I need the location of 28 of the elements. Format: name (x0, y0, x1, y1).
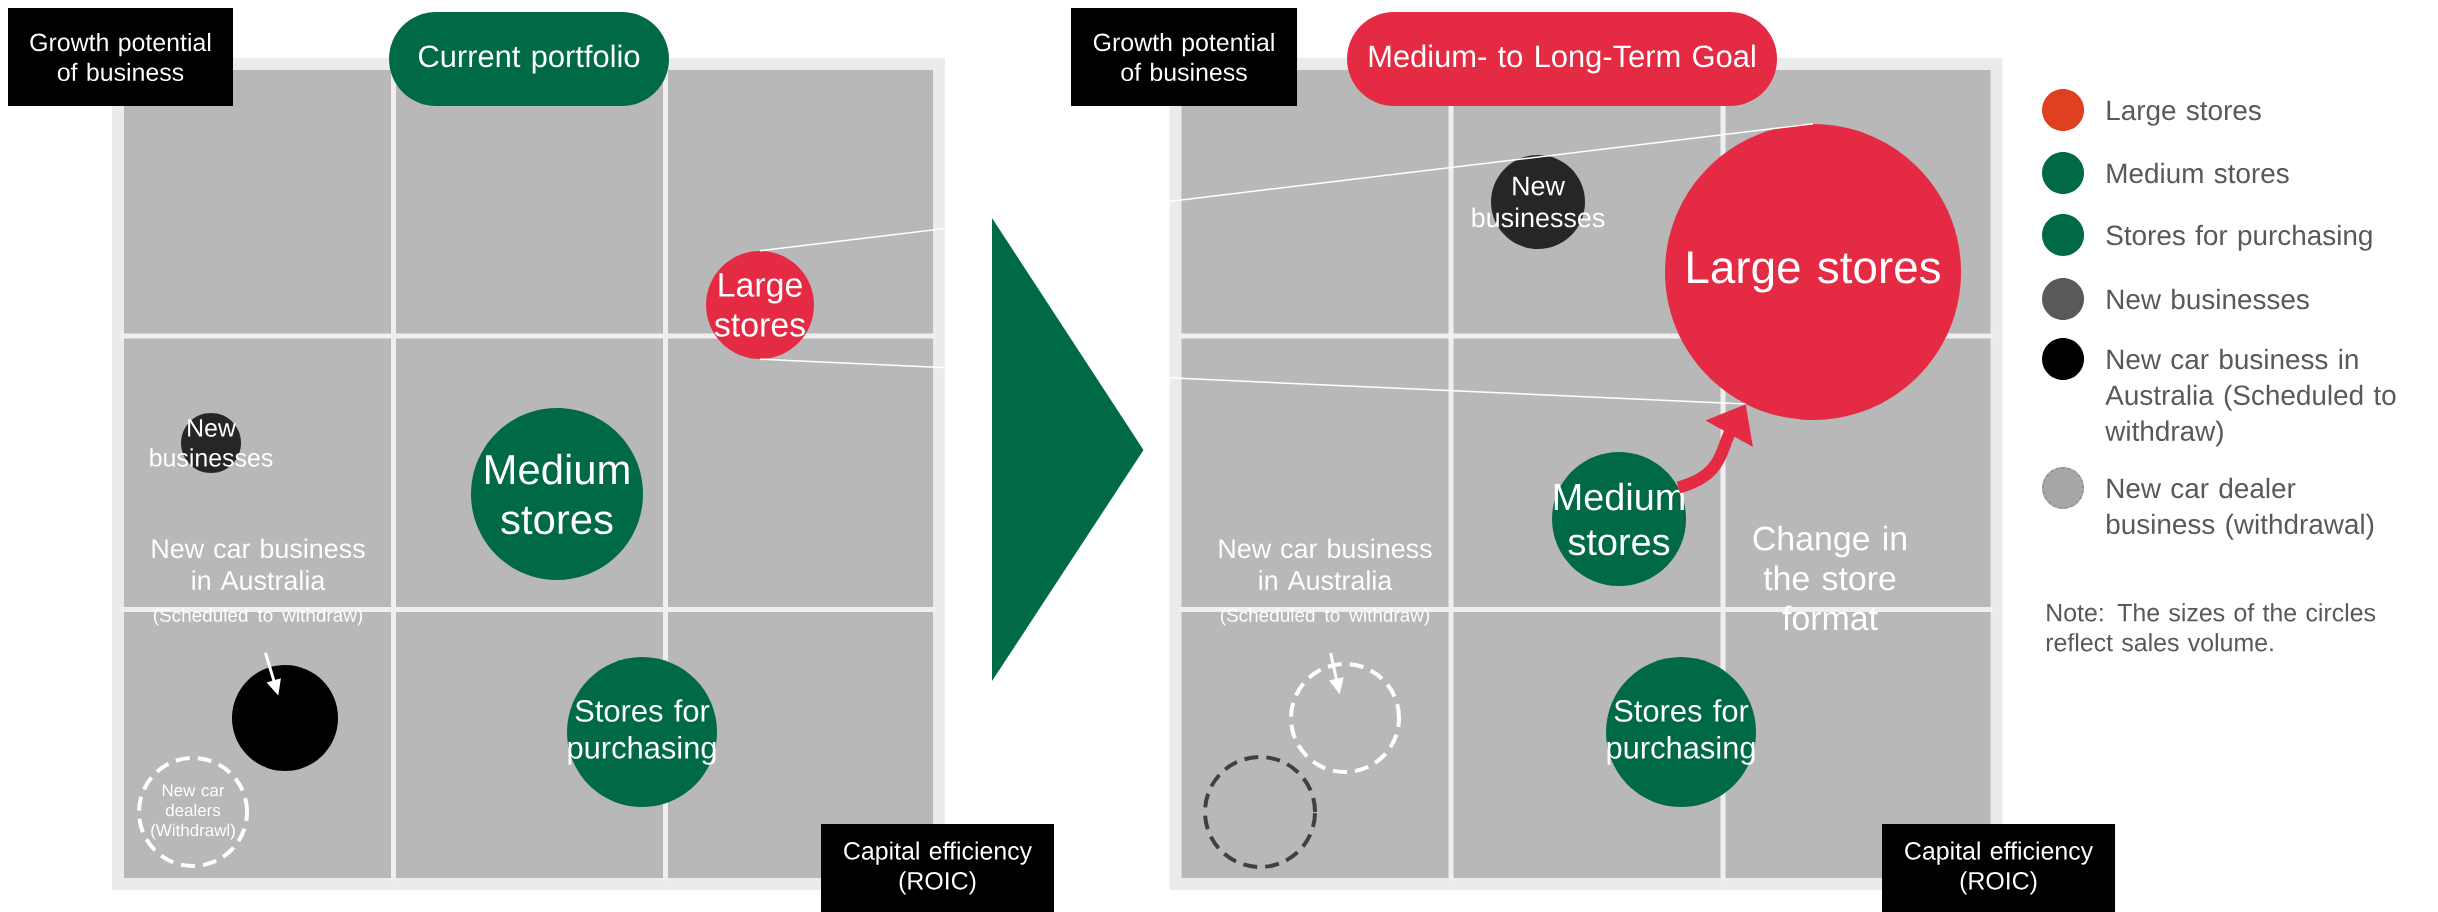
legend-text: Medium stores (2107, 162, 2289, 184)
legend-text: Stores for purchasing (2106, 224, 2372, 251)
axis-label-box: Capital efficiency (ROIC) (1882, 824, 2116, 912)
title-pill: Medium- to Long-Term Goal (1347, 12, 1778, 106)
annotation-text: Change in the store format (1753, 525, 1906, 631)
annotation-text: New car business in Australia (Scheduled to withdraw) (152, 538, 365, 626)
zoom-line (759, 358, 1747, 405)
legend-text: New car business in Australia (Scheduled to withdraw) (2105, 348, 2396, 447)
zoom-line (759, 123, 1814, 252)
legend-text: Large stores (2107, 100, 2261, 126)
title-pill: Current portfolio (389, 12, 669, 106)
filled-circle (232, 665, 338, 771)
axis-label-box: Growth potential of business (8, 8, 233, 106)
bubble: Medium stores (471, 408, 643, 580)
axis-label-box: Growth potential of business (1071, 8, 1297, 106)
bubble: Stores for purchasing (1606, 657, 1756, 807)
bubble: Large stores (706, 251, 814, 359)
chevron-arrow (992, 218, 1144, 681)
note-text: Note: The sizes of the circles reflect sales volume. (2046, 603, 2376, 652)
dashed-circle (1203, 755, 1317, 869)
annotation-text: New car business in Australia (Scheduled to withdraw) (1219, 538, 1432, 626)
legend-text: New businesses (2107, 288, 2309, 310)
bubble: Stores for purchasing (567, 657, 717, 807)
bubble: Medium stores (1552, 452, 1686, 586)
bubble: Large stores (1665, 124, 1962, 420)
axis-label-box: Capital efficiency (ROIC) (821, 824, 1054, 912)
dashed-circle (1289, 662, 1401, 774)
legend-text: New car dealer business (withdrawal) (2107, 477, 2374, 540)
